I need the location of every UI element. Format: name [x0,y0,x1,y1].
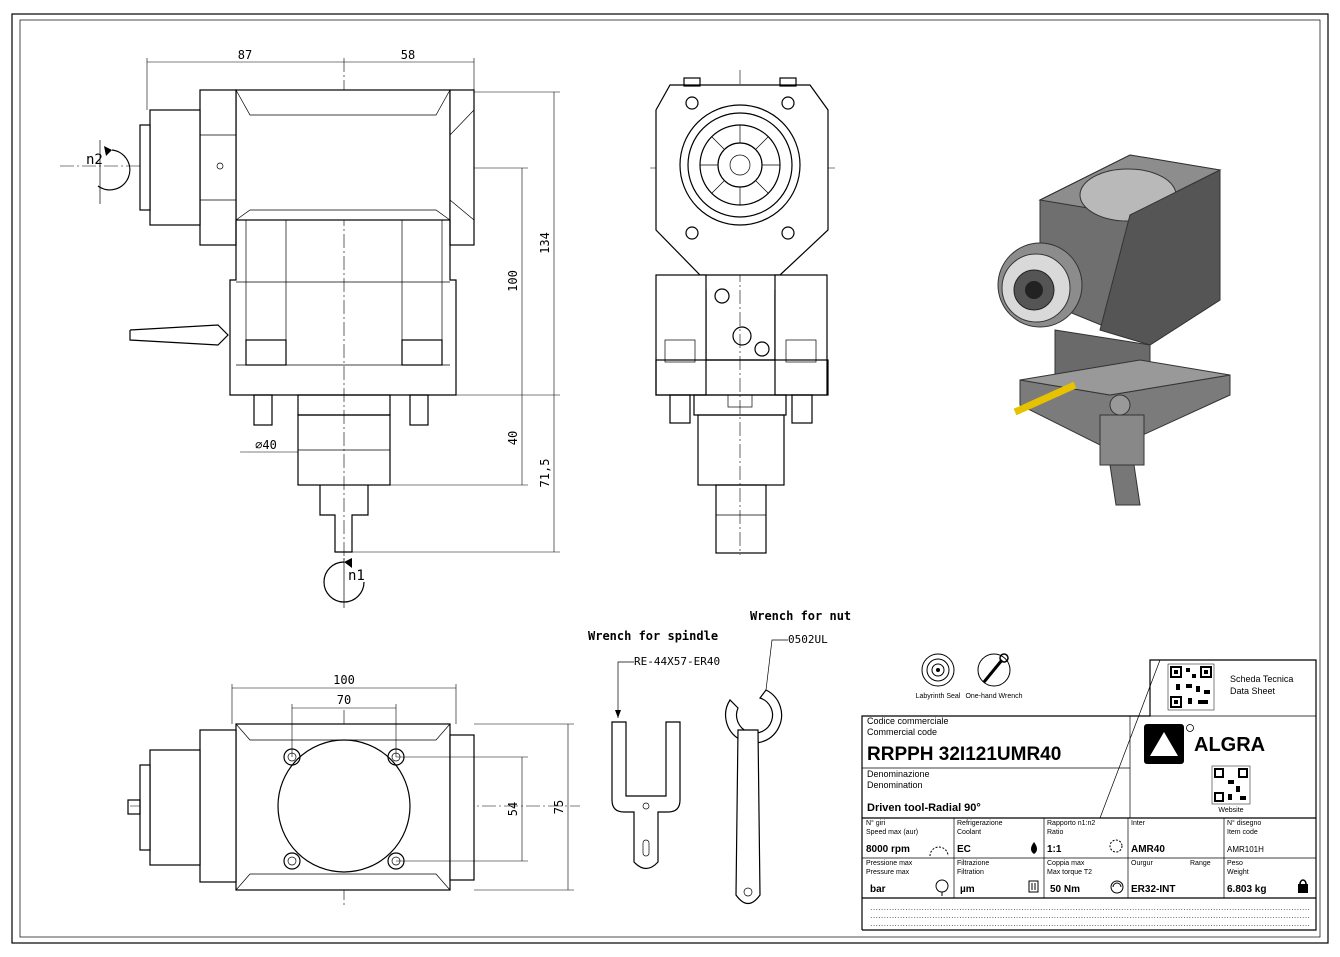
dim-40: 40 [506,431,520,445]
dim-134: 134 [538,232,552,254]
inner-border [19,19,1321,938]
brand-name: ALGRA [1194,734,1265,756]
denomination-label-it: Denominazione [867,769,930,779]
spec-label-en: Speed max (aur) [866,829,918,836]
denomination: Driven tool-Radial 90° [867,802,981,814]
footer-note: ........................................… [870,914,1310,920]
spec-label-en: Item code [1227,829,1258,836]
dim-bottom-100: 100 [333,673,355,687]
filter-bin-icon [1028,880,1039,893]
qr-label-website: Website [1218,807,1243,814]
spec-value-weight: 6.803 kg [1227,884,1266,895]
coolant-drop-icon [1031,842,1037,854]
spec-label-en: Filtration [957,869,984,876]
qr-label-scheda: Scheda Tecnica [1230,674,1293,684]
spec-value-range: ER32-INT [1131,884,1175,895]
spec-label-en: Pressure max [866,869,910,876]
spindle-wrench-code: RE-44X57-ER40 [634,655,720,668]
weight-lock-icon [1298,879,1308,893]
spec-label-it: Ourgur [1131,860,1153,867]
spec-value-speed: 8000 rpm [866,844,910,855]
dim-dia-40: ∅40 [255,438,277,452]
spec-value-pressure: bar [870,884,886,895]
dim-bottom-75: 75 [552,800,566,814]
spec-label-it: Filtrazione [957,860,989,867]
footer-note: ........................................… [870,906,1310,912]
dim-58: 58 [401,48,415,62]
torque-icon [1110,880,1124,894]
side-view: 87 58 [60,48,560,608]
spec-label-it: Coppia max [1047,860,1085,867]
pressure-gauge-icon [935,879,949,896]
commercial-code-label-en: Commercial code [867,727,937,737]
dim-100: 100 [506,270,520,292]
footer-note: ........................................… [870,922,1310,928]
gear-icon [1109,839,1123,853]
labyrinth-seal-icon [921,653,955,687]
outer-border [11,13,1329,944]
qr-code-datasheet[interactable] [1167,663,1215,711]
spec-label-en: Ratio [1047,829,1063,836]
spec-value-coolant: EC [957,844,971,855]
feature-label-labyrinth: Labyrinth Seal [916,693,961,700]
title-block: Labyrinth Seal One-hand Wrench Scheda Te… [861,653,1317,931]
spec-label-en: Range [1190,860,1211,867]
spindle-wrench: Wrench for spindle RE-44X57-ER40 [588,629,720,870]
n2-rotation-icon [97,140,131,204]
spec-value-filtration: µm [960,884,975,895]
nut-wrench-code: 0502UL [788,633,828,646]
denomination-label-en: Denomination [867,780,923,790]
spec-label-it: Refrigerazione [957,820,1003,827]
spec-value-interface: AMR40 [1131,844,1165,855]
dim-87: 87 [238,48,252,62]
algra-logo-icon [1144,724,1194,764]
spec-value-item-code: AMR101H [1227,845,1264,854]
speed-gauge-icon [929,846,949,857]
nut-wrench-title: Wrench for nut [750,609,851,623]
spindle-wrench-title: Wrench for spindle [588,629,718,643]
spec-label-it: N° disegno [1227,819,1261,827]
one-hand-wrench-icon [977,653,1011,687]
nut-wrench: Wrench for nut 0502UL [725,609,851,905]
qr-label-datasheet: Data Sheet [1230,686,1276,696]
label-n2: n2 [86,152,103,168]
dim-bottom-54: 54 [506,802,520,816]
spec-label-it: Peso [1227,860,1243,867]
spec-label-en: Coolant [957,829,981,836]
bottom-view: 100 70 54 75 [127,673,580,905]
feature-label-wrench: One-hand Wrench [965,693,1022,700]
dim-bottom-70: 70 [337,693,351,707]
spec-label-en: Weight [1227,869,1249,876]
spec-label-en: Max torque T2 [1047,869,1092,876]
spec-value-ratio: 1:1 [1047,844,1062,855]
dim-71-5: 71,5 [538,459,552,488]
qr-code-website[interactable] [1211,765,1251,805]
commercial-code: RRPPH 32I121UMR40 [867,744,1061,765]
spec-label-it: Pressione max [866,860,913,867]
spec-value-torque: 50 Nm [1050,884,1080,895]
n1-rotation-icon [323,558,365,608]
commercial-code-label-it: Codice commerciale [867,716,949,726]
spec-label-it: Rapporto n1:n2 [1047,820,1095,827]
label-n1: n1 [348,568,365,584]
spec-label-it: Inter [1131,820,1146,827]
front-view [650,70,835,555]
isometric-render [997,154,1231,506]
spec-label-it: N° giri [866,819,886,827]
